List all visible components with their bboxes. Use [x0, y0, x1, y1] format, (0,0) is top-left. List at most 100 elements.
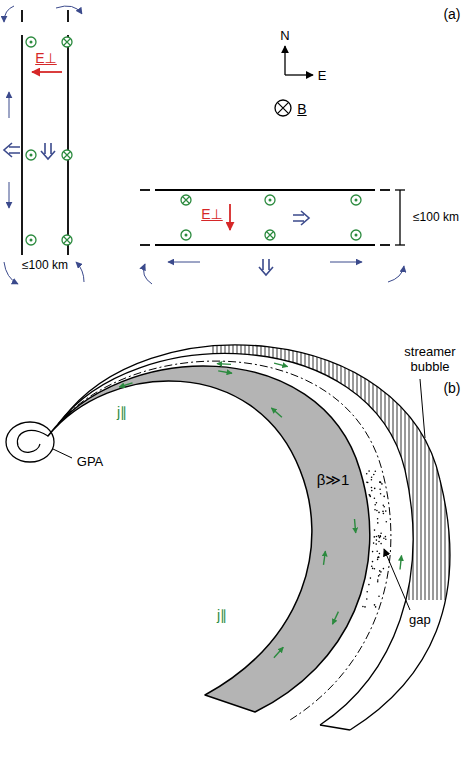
flow-arrow-thin — [9, 182, 10, 208]
leader-line — [420, 379, 425, 438]
gap-stipple — [378, 595, 380, 597]
gap-stipple — [368, 584, 370, 586]
gap-stipple — [364, 606, 366, 608]
gap-stipple — [374, 604, 376, 606]
gap-stipple — [383, 506, 385, 508]
gap-stipple — [375, 606, 377, 608]
current-label: j∥ — [117, 404, 127, 420]
bubble-boundary — [320, 725, 350, 730]
gap-stipple — [374, 488, 376, 490]
gap-stipple — [378, 557, 380, 559]
gap-stipple — [379, 481, 381, 483]
gap-stipple — [380, 543, 382, 545]
field-out-dot — [185, 234, 188, 237]
gap-stipple — [366, 482, 368, 484]
channel-wall-end — [67, 10, 69, 22]
gap-stipple — [375, 543, 377, 545]
gap-stipple — [371, 477, 373, 479]
gap-stipple — [376, 510, 378, 512]
current-arrow — [333, 612, 339, 625]
gap-stipple — [374, 509, 376, 511]
current-arrow — [119, 383, 132, 387]
gap-stipple — [383, 538, 385, 540]
gap-stipple — [362, 606, 364, 608]
channel-wall-end — [140, 189, 150, 191]
dimension-label: ≤100 km — [22, 259, 68, 273]
vortex-arrow — [4, 6, 14, 22]
field-out-symbol — [351, 195, 361, 205]
vortex-arrow — [76, 262, 84, 282]
field-in-symbol — [62, 235, 72, 245]
dimension-label: ≤100 km — [413, 211, 459, 225]
gap-stipple — [377, 522, 379, 524]
region-label: GPA — [77, 455, 104, 470]
field-in-symbol — [265, 230, 275, 240]
gap-stipple — [380, 493, 382, 495]
leader-line — [384, 549, 410, 610]
high-beta-band — [48, 366, 370, 712]
field-in-cross — [64, 237, 71, 244]
gap-stipple — [380, 535, 382, 537]
gap-stipple — [385, 538, 387, 540]
electric-field-arrow — [229, 204, 231, 230]
channel-wall — [67, 35, 69, 255]
gap-stipple — [374, 529, 376, 531]
current-arrow — [400, 556, 402, 570]
dimension-line — [399, 190, 400, 245]
gpa-spiral — [17, 431, 48, 453]
field-out-symbol — [26, 235, 36, 245]
field-out-symbol — [181, 230, 191, 240]
gap-stipple — [372, 568, 374, 570]
dimension-tick — [395, 244, 405, 245]
field-in-cross — [267, 232, 274, 239]
field-in-symbol — [181, 195, 191, 205]
gap-stipple — [379, 553, 381, 555]
field-in-symbol — [275, 100, 291, 116]
channel-wall-end — [380, 244, 390, 246]
compass-arrow — [284, 46, 285, 75]
gap-stipple — [386, 521, 388, 523]
field-out-symbol — [351, 230, 361, 240]
field-out-dot — [30, 41, 33, 44]
gap-stipple — [378, 575, 380, 577]
field-out-symbol — [26, 150, 36, 160]
gap-stipple — [377, 518, 379, 520]
channel-wall — [155, 189, 375, 191]
channel-wall — [21, 35, 23, 255]
field-out-symbol — [26, 37, 36, 47]
gap-stipple — [380, 536, 382, 538]
flow-arrow-thin — [9, 92, 10, 118]
gap-stipple — [377, 557, 379, 559]
gap-stipple — [371, 565, 373, 567]
field-label: B — [297, 101, 306, 117]
gap-stipple — [383, 496, 385, 498]
gap-stipple — [380, 571, 382, 573]
compass-label: E — [318, 69, 327, 84]
gap-stipple — [378, 512, 380, 514]
gpa-outline — [6, 422, 54, 462]
region-label: streamer bubble — [394, 345, 466, 375]
vortex-arrow — [56, 6, 82, 14]
field-in-symbol — [62, 150, 72, 160]
panel-letter: (b) — [443, 380, 460, 396]
compass-arrow — [285, 74, 313, 75]
region-label: β≫1 — [317, 471, 350, 488]
gap-stipple — [380, 532, 382, 534]
gap-stipple — [368, 470, 370, 472]
current-arrow — [218, 371, 232, 373]
field-out-dot — [30, 239, 33, 242]
gap-stipple — [376, 502, 378, 504]
gap-stipple — [372, 551, 374, 553]
field-in-symbol — [62, 37, 72, 47]
gap-stipple — [376, 539, 378, 541]
gap-stipple — [376, 551, 378, 553]
gap-stipple — [381, 483, 383, 485]
field-in-cross — [277, 102, 288, 113]
separatrix-line — [55, 361, 391, 720]
current-arrow — [324, 551, 326, 565]
gap-stipple — [378, 556, 380, 558]
gap-stipple — [369, 495, 371, 497]
gap-stipple — [367, 482, 369, 484]
channel-wall — [155, 244, 375, 246]
